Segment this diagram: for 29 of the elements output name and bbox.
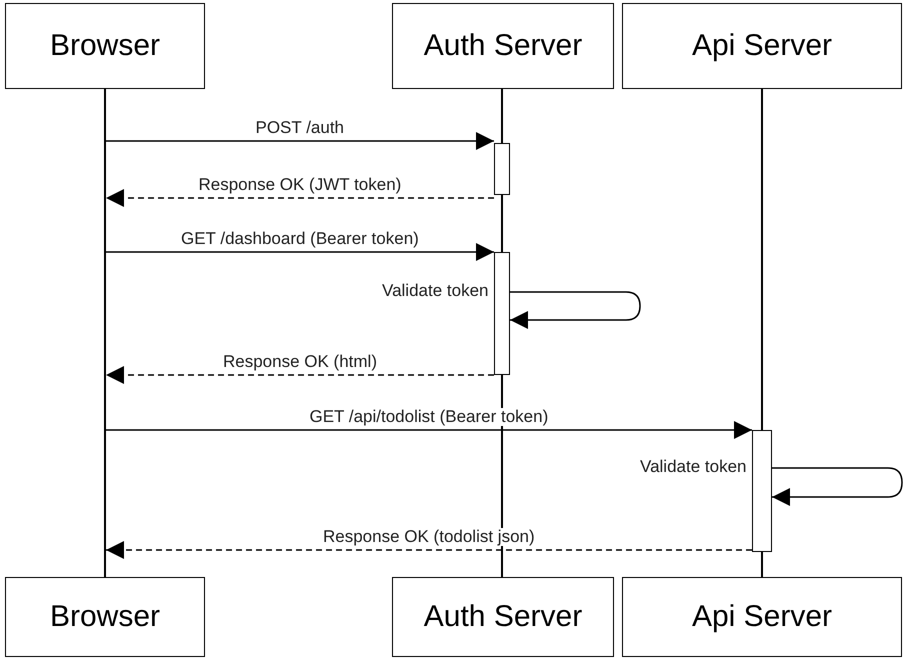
- participant-name: Api Server: [692, 29, 832, 63]
- message-arrow: [106, 189, 494, 207]
- participant-name: Browser: [50, 600, 160, 634]
- message-arrow: [106, 366, 494, 384]
- message-label: Response OK (todolist json): [321, 528, 537, 546]
- activation-bar: [752, 430, 772, 552]
- participant-name: Auth Server: [424, 600, 582, 634]
- participant-name: Api Server: [692, 600, 832, 634]
- participant-name: Auth Server: [424, 29, 582, 63]
- message-arrow: [106, 132, 494, 150]
- activation-bar: [494, 252, 510, 375]
- message-label: Response OK (JWT token): [196, 176, 404, 194]
- activation-bar: [494, 143, 510, 195]
- message-label: Response OK (html): [221, 353, 379, 371]
- lifeline: [104, 89, 106, 577]
- message-label: GET /api/todolist (Bearer token): [308, 408, 550, 426]
- participant-box: [392, 577, 614, 657]
- participant-box: [392, 3, 614, 89]
- message-label: GET /dashboard (Bearer token): [179, 230, 421, 248]
- self-message-arrow: [772, 467, 903, 506]
- self-message-arrow: [510, 291, 641, 329]
- participant-box: [5, 577, 205, 657]
- message-arrow: [106, 421, 752, 439]
- participant-name: Browser: [50, 29, 160, 63]
- message-arrow: [106, 243, 494, 261]
- participant-box: [622, 3, 902, 89]
- participant-box: [622, 577, 902, 657]
- message-arrow: [106, 541, 752, 559]
- participant-box: [5, 3, 205, 89]
